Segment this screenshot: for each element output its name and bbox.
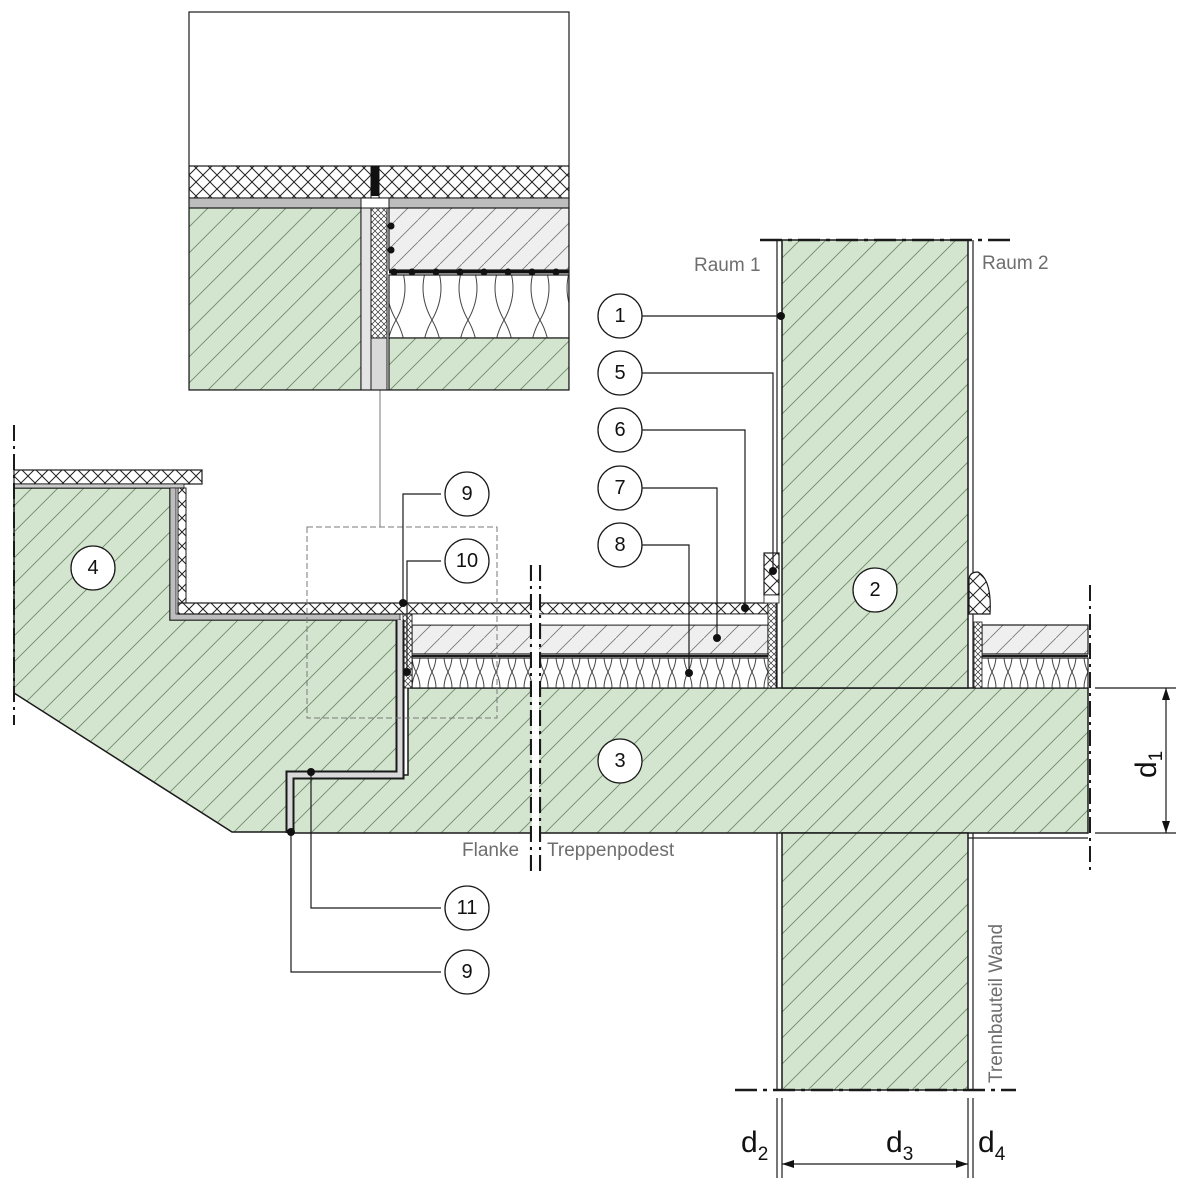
callout-5: 5 [597,350,643,396]
svg-text:1: 1 [614,305,625,327]
insulation-room2 [975,657,1089,689]
svg-text:2: 2 [869,579,880,601]
tread-adhesive [13,483,185,489]
callout-7: 7 [597,465,643,511]
leader-lines [290,315,781,973]
wall-upper-concrete [781,239,969,689]
label-flank: Flanke [462,840,519,861]
dim-d2-label: d2 [741,1126,768,1165]
riser-covering [177,487,187,605]
screed-gap [411,613,769,626]
callout-11: 11 [444,885,490,931]
leader-dots [287,312,785,836]
magnified-detail [189,12,569,390]
break-gap [532,566,539,871]
callout-10: 10 [444,538,490,584]
edge-strip-wall [767,599,777,689]
label-partition: Trennbauteil Wand [986,924,1007,1083]
svg-text:7: 7 [614,477,625,499]
dimension-d2-d3-d4 [776,1098,974,1178]
callout-6: 6 [597,407,643,453]
stair-adhesive-layer [169,487,401,621]
callout-2: 2 [852,567,898,613]
callout-9-top: 9 [444,471,490,517]
dim-d1-label: d1 [1130,751,1167,778]
landing-slab-concrete [289,687,1089,834]
callout-8: 8 [597,522,643,568]
svg-text:10: 10 [456,550,478,572]
label-landing: Treppenpodest [547,840,675,861]
callout-9-bottom: 9 [444,949,490,995]
dim-d3-label: d3 [886,1126,913,1165]
callout-3: 3 [597,738,643,784]
label-room2: Raum 2 [982,253,1049,274]
svg-text:3: 3 [614,750,625,772]
floor-covering [177,602,769,615]
detail-marker-frame [306,526,498,719]
screed-room2 [981,624,1089,655]
svg-text:9: 9 [461,483,472,505]
svg-text:8: 8 [614,534,625,556]
skirting-room2 [968,571,991,615]
edge-strip-room2 [973,621,983,689]
svg-text:6: 6 [614,419,625,441]
svg-text:11: 11 [457,897,478,919]
impact-insulation [411,657,777,689]
break-line-middle [529,565,542,872]
label-room1: Raum 1 [694,255,761,276]
svg-text:4: 4 [87,557,98,579]
magnified-frame [188,11,570,391]
svg-text:5: 5 [614,362,625,384]
callout-1: 1 [597,293,643,339]
svg-text:9: 9 [461,961,472,983]
callout-4: 4 [70,545,116,591]
dimension-d1 [1095,687,1176,834]
wall-lower-concrete [781,832,969,1091]
dim-d4-label: d4 [978,1126,1006,1165]
tread-covering [13,469,203,485]
